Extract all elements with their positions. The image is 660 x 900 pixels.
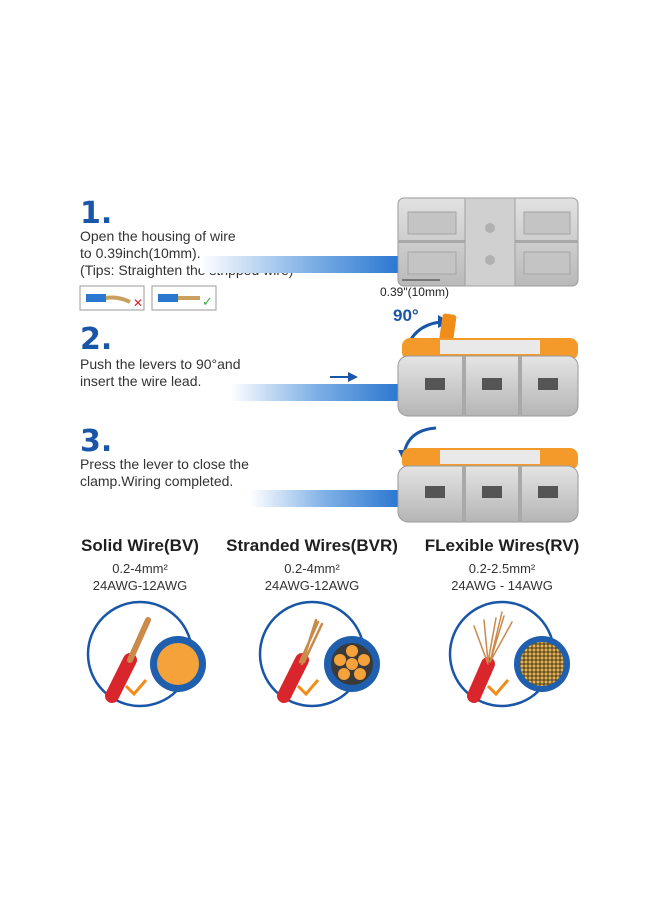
bent-wire-tip-icon: ✕ — [79, 285, 145, 311]
svg-text:✕: ✕ — [133, 296, 143, 310]
step-2-illustration — [230, 313, 579, 417]
wire-type-stranded-awg: 24AWG-12AWG — [264, 578, 360, 593]
step-1-illustration — [200, 197, 579, 287]
svg-text:✓: ✓ — [202, 295, 213, 310]
wire-type-flexible-awg: 24AWG - 14AWG — [451, 578, 553, 593]
connector-closed-levers — [397, 448, 579, 523]
step-3-illustration — [250, 426, 579, 523]
step-2-text: Push the levers to 90°and insert the wir… — [80, 356, 241, 389]
wire-type-solid-range: 0.2-4mm² — [112, 561, 168, 576]
step-1-number: 1. — [80, 196, 113, 231]
step-2-wire — [230, 384, 400, 401]
solid-core-icon — [86, 600, 206, 708]
step-2-number: 2. — [80, 322, 113, 357]
connector-open-levers — [397, 313, 579, 417]
step-3-number: 3. — [80, 424, 113, 459]
straight-wire-tip-icon: ✓ — [151, 285, 217, 311]
insert-arrow-icon — [348, 372, 358, 382]
wire-type-solid-title: Solid Wire(BV) — [81, 536, 199, 555]
stranded-core-icon — [258, 600, 380, 708]
step-1-wire — [200, 256, 400, 273]
wire-type-stranded-range: 0.2-4mm² — [284, 561, 340, 576]
step-3-wire — [250, 490, 400, 507]
tip-icons: ✕ ✓ — [79, 285, 217, 311]
measurement-label: 0.39"(10mm) — [380, 285, 449, 299]
wire-type-solid-awg: 24AWG-12AWG — [92, 578, 188, 593]
flexible-core-icon — [448, 600, 570, 708]
wire-type-flexible-range: 0.2-2.5mm² — [468, 561, 536, 576]
step-3-text: Press the lever to close the clamp.Wirin… — [80, 456, 249, 489]
angle-label: 90° — [393, 306, 419, 325]
wire-type-stranded-title: Stranded Wires(BVR) — [226, 536, 398, 555]
wire-type-flexible-title: FLexible Wires(RV) — [424, 536, 580, 555]
connector-top-view — [397, 197, 579, 287]
